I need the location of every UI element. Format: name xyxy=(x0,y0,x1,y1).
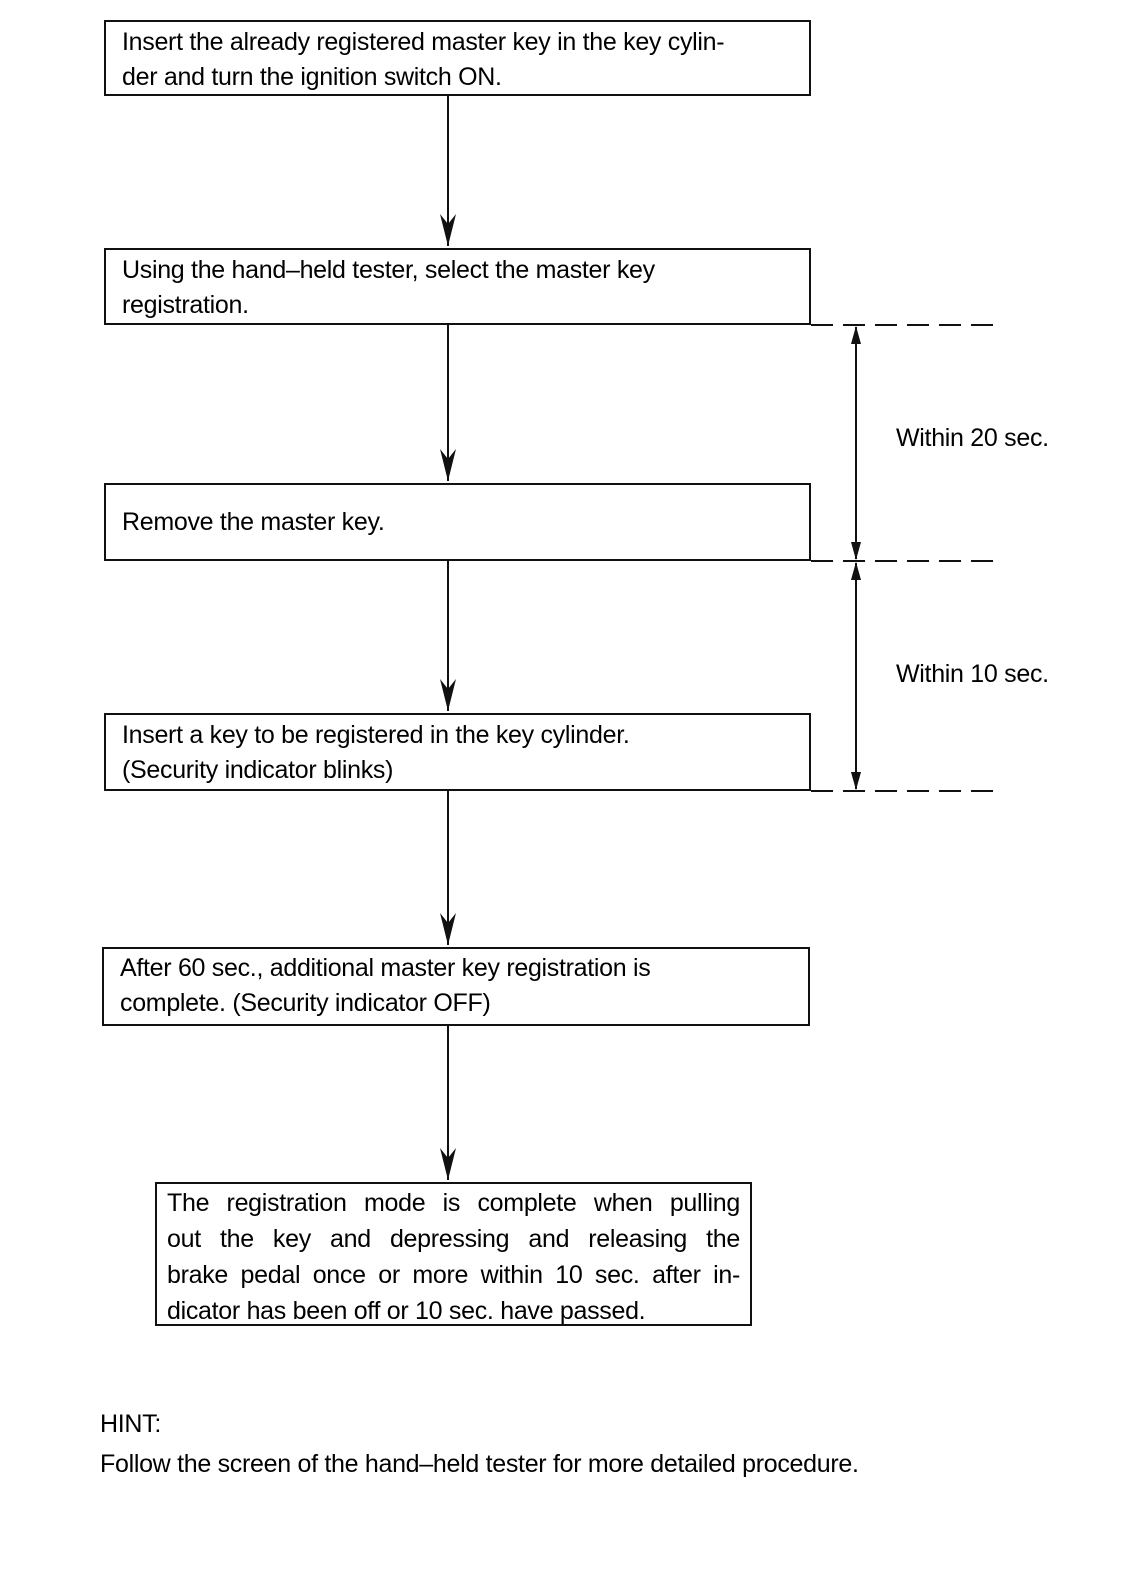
timing-arrow-20sec-bottom-head xyxy=(851,542,861,560)
timing-label-20sec: Within 20 sec. xyxy=(896,424,1049,452)
step-6-line-1: The registration mode is complete when p… xyxy=(167,1189,740,1217)
arrowhead-step4 xyxy=(440,679,456,711)
step-5-line-1: After 60 sec., additional master key reg… xyxy=(120,954,651,982)
timing-arrow-10sec-top-head xyxy=(851,562,861,580)
step-3-box: Remove the master key. xyxy=(104,483,811,561)
arrowhead-step6 xyxy=(440,1148,456,1180)
step-1-line-1: Insert the already registered master key… xyxy=(122,28,725,56)
step-6-box: The registration mode is complete when p… xyxy=(155,1182,752,1326)
arrowhead-step3 xyxy=(440,449,456,481)
step-6-line-4: dicator has been off or 10 sec. have pas… xyxy=(167,1297,646,1325)
step-4-line-1: Insert a key to be registered in the key… xyxy=(122,721,630,749)
flow-arrows xyxy=(440,96,456,1180)
timing-arrow-20sec-top-head xyxy=(851,326,861,344)
hint-text: Follow the screen of the hand–held teste… xyxy=(100,1450,859,1478)
step-5-line-2: complete. (Security indicator OFF) xyxy=(120,989,491,1017)
step-3-line-1: Remove the master key. xyxy=(122,508,385,536)
timing-label-10sec: Within 10 sec. xyxy=(896,660,1049,688)
step-6-line-2: out the key and depressing and releasing… xyxy=(167,1225,740,1253)
arrowhead-step5 xyxy=(440,913,456,945)
step-4-box: Insert a key to be registered in the key… xyxy=(104,713,811,791)
step-5-box: After 60 sec., additional master key reg… xyxy=(102,947,810,1026)
step-2-line-1: Using the hand–held tester, select the m… xyxy=(122,256,655,284)
step-2-box: Using the hand–held tester, select the m… xyxy=(104,248,811,325)
hint-title: HINT: xyxy=(100,1410,162,1438)
step-2-line-2: registration. xyxy=(122,291,249,319)
step-4-line-2: (Security indicator blinks) xyxy=(122,756,394,784)
step-6-line-3: brake pedal once or more within 10 sec. … xyxy=(167,1261,740,1289)
timing-arrows xyxy=(851,326,861,790)
timing-reference-lines xyxy=(811,324,998,792)
step-1-box: Insert the already registered master key… xyxy=(104,20,811,96)
arrowhead-step2 xyxy=(440,214,456,246)
step-1-line-2: der and turn the ignition switch ON. xyxy=(122,63,502,91)
timing-arrow-10sec-bottom-head xyxy=(851,772,861,790)
